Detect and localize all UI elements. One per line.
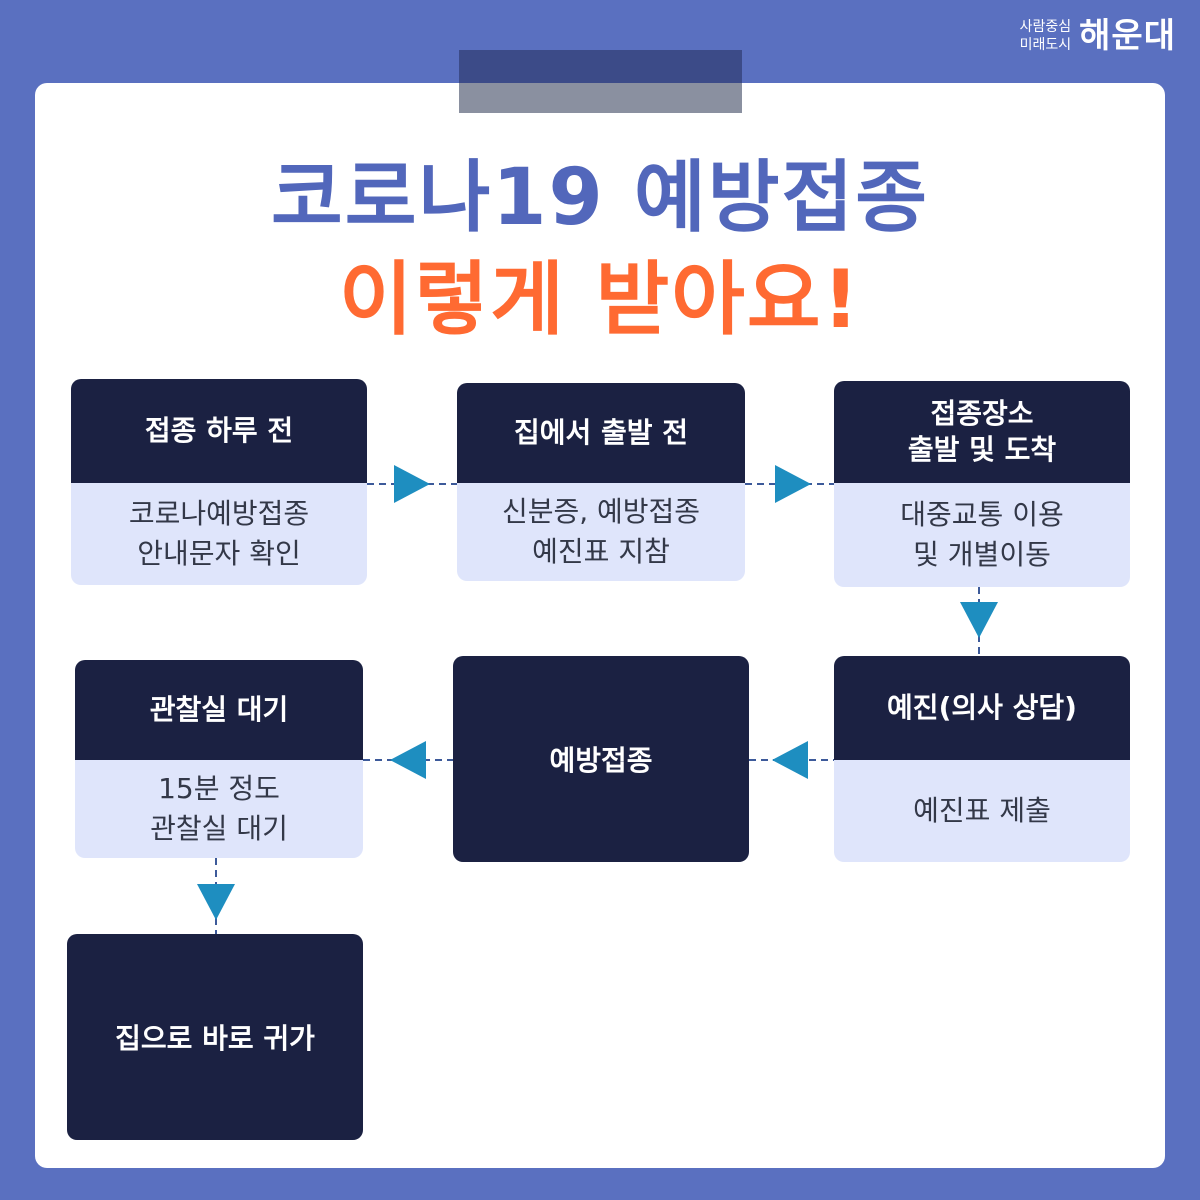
haeundae-logo: 사람중심 미래도시 해운대 <box>1020 16 1176 56</box>
card-tab-shadow <box>459 83 742 113</box>
step-4-title: 예진(의사 상담) <box>834 656 1130 760</box>
step-6-title: 관찰실 대기 <box>75 660 363 760</box>
step-2-description: 신분증, 예방접종 예진표 지참 <box>457 483 745 581</box>
step-1-description: 코로나예방접종 안내문자 확인 <box>71 483 367 585</box>
title-line2: 이렇게 받아요! <box>339 253 861 346</box>
title-line1: 코로나19 예방접종 <box>270 153 930 243</box>
step-2-box: 집에서 출발 전 신분증, 예방접종 예진표 지참 <box>457 383 745 581</box>
step-3-title: 접종장소 출발 및 도착 <box>834 381 1130 483</box>
step-5-title: 예방접종 <box>549 744 653 777</box>
arrow-down-icon <box>197 884 235 920</box>
arrow-right-icon <box>394 465 430 503</box>
arrow-right-icon <box>775 465 811 503</box>
arrow-down-icon <box>960 602 998 638</box>
step-7-title: 집으로 바로 귀가 <box>115 1022 315 1055</box>
step-3-box: 접종장소 출발 및 도착 대중교통 이용 및 개별이동 <box>834 381 1130 587</box>
step-5-box: 예방접종 <box>453 656 749 862</box>
logo-slogan-line1: 사람중심 <box>1019 19 1072 35</box>
step-3-description: 대중교통 이용 및 개별이동 <box>834 483 1130 587</box>
step-6-box: 관찰실 대기 15분 정도 관찰실 대기 <box>75 660 363 858</box>
step-1-title: 접종 하루 전 <box>71 379 367 483</box>
arrow-left-icon <box>390 741 426 779</box>
step-2-title: 집에서 출발 전 <box>457 383 745 483</box>
step-1-box: 접종 하루 전 코로나예방접종 안내문자 확인 <box>71 379 367 585</box>
logo-slogan: 사람중심 미래도시 <box>1020 18 1072 54</box>
step-6-description: 15분 정도 관찰실 대기 <box>75 760 363 858</box>
logo-slogan-line2: 미래도시 <box>1019 37 1072 53</box>
logo-brand: 해운대 <box>1079 16 1176 56</box>
step-4-box: 예진(의사 상담) 예진표 제출 <box>834 656 1130 862</box>
arrow-left-icon <box>772 741 808 779</box>
step-7-box: 집으로 바로 귀가 <box>67 934 363 1140</box>
step-4-description: 예진표 제출 <box>834 760 1130 862</box>
